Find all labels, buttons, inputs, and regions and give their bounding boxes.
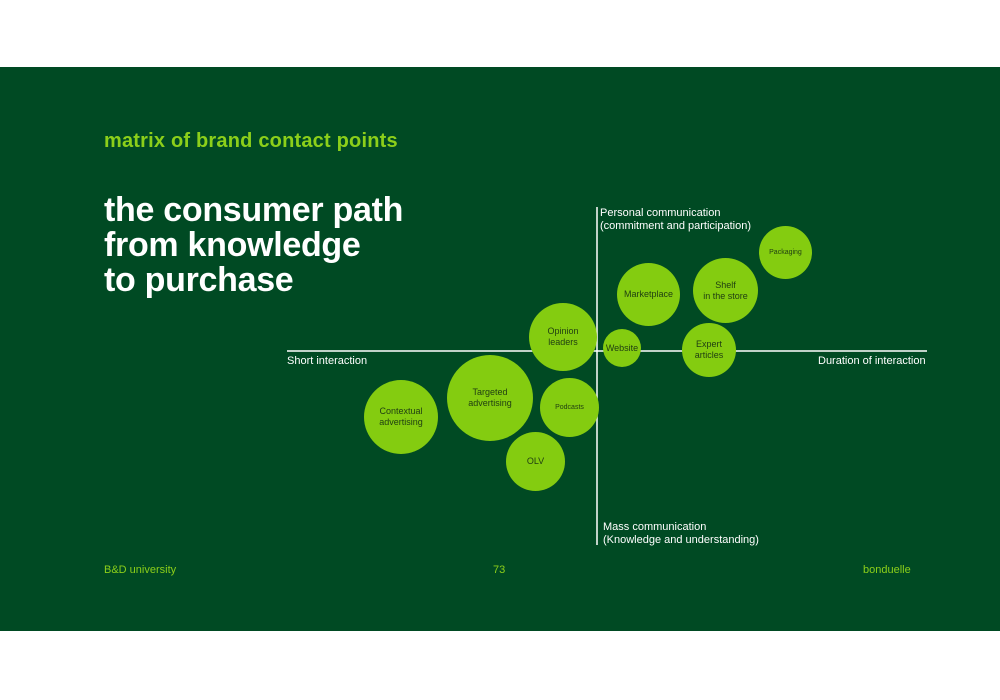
bubble-targeted-advertising: Targeted advertising	[447, 355, 533, 441]
bubble-opinion-leaders: Opinion leaders	[529, 303, 597, 371]
bubble-marketplace: Marketplace	[617, 263, 680, 326]
bubble-podcasts: Podcasts	[540, 378, 599, 437]
bubble-label: advertising	[379, 417, 423, 427]
axis-label-top-line2: (commitment and participation)	[600, 220, 752, 232]
axis-label-top-line1: Personal communication	[600, 207, 721, 219]
bubble-label: Packaging	[769, 249, 802, 256]
slide-title: the consumer path from knowledge to purc…	[104, 191, 404, 299]
bubble-label: advertising	[468, 398, 512, 408]
bubble-label: Contextual	[379, 406, 423, 416]
bubble-expert-articles: Expert articles	[682, 323, 736, 377]
bubble-label: leaders	[548, 337, 578, 347]
axis-label-bottom-line1: Mass communication	[603, 521, 707, 533]
axis-label-bottom-line2: (Knowledge and understanding)	[603, 534, 759, 546]
bubble-label: in the store	[703, 290, 748, 301]
bubble-olv: OLV	[506, 432, 565, 491]
bubble-contextual-advertising: Contextual advertising	[364, 380, 438, 454]
slide: matrix of brand contact points the consu…	[0, 67, 1000, 631]
bubble-label: Marketplace	[623, 289, 674, 299]
footer-right: bonduelle	[863, 564, 911, 576]
footer-page-number: 73	[493, 564, 506, 576]
slide-subtitle: matrix of brand contact points	[104, 130, 398, 152]
axis-label-right: Duration of interaction	[818, 355, 926, 367]
axis-label-bottom: Mass communication (Knowledge and unders…	[603, 521, 759, 547]
axis-label-left: Short interaction	[287, 355, 368, 367]
bubble-label: OLV	[526, 456, 545, 466]
footer-left: B&D university	[104, 564, 177, 576]
bubble-label: Shelf	[715, 279, 736, 290]
bubble-label: Targeted	[472, 387, 508, 397]
axis-label-top: Personal communication (commitment and p…	[600, 207, 751, 233]
bubble-label: Podcasts	[555, 404, 584, 411]
bubble-label: articles	[694, 350, 724, 360]
matrix-axes	[287, 207, 927, 545]
bubble-label: Website	[605, 342, 639, 353]
bubble-label: Opinion	[547, 326, 579, 336]
bubble-packaging: Packaging	[759, 226, 812, 279]
bubble-label: Expert	[695, 339, 722, 349]
bubble-website: Website	[603, 329, 641, 367]
bubble-shelf-in-store: Shelf in the store	[693, 258, 758, 323]
